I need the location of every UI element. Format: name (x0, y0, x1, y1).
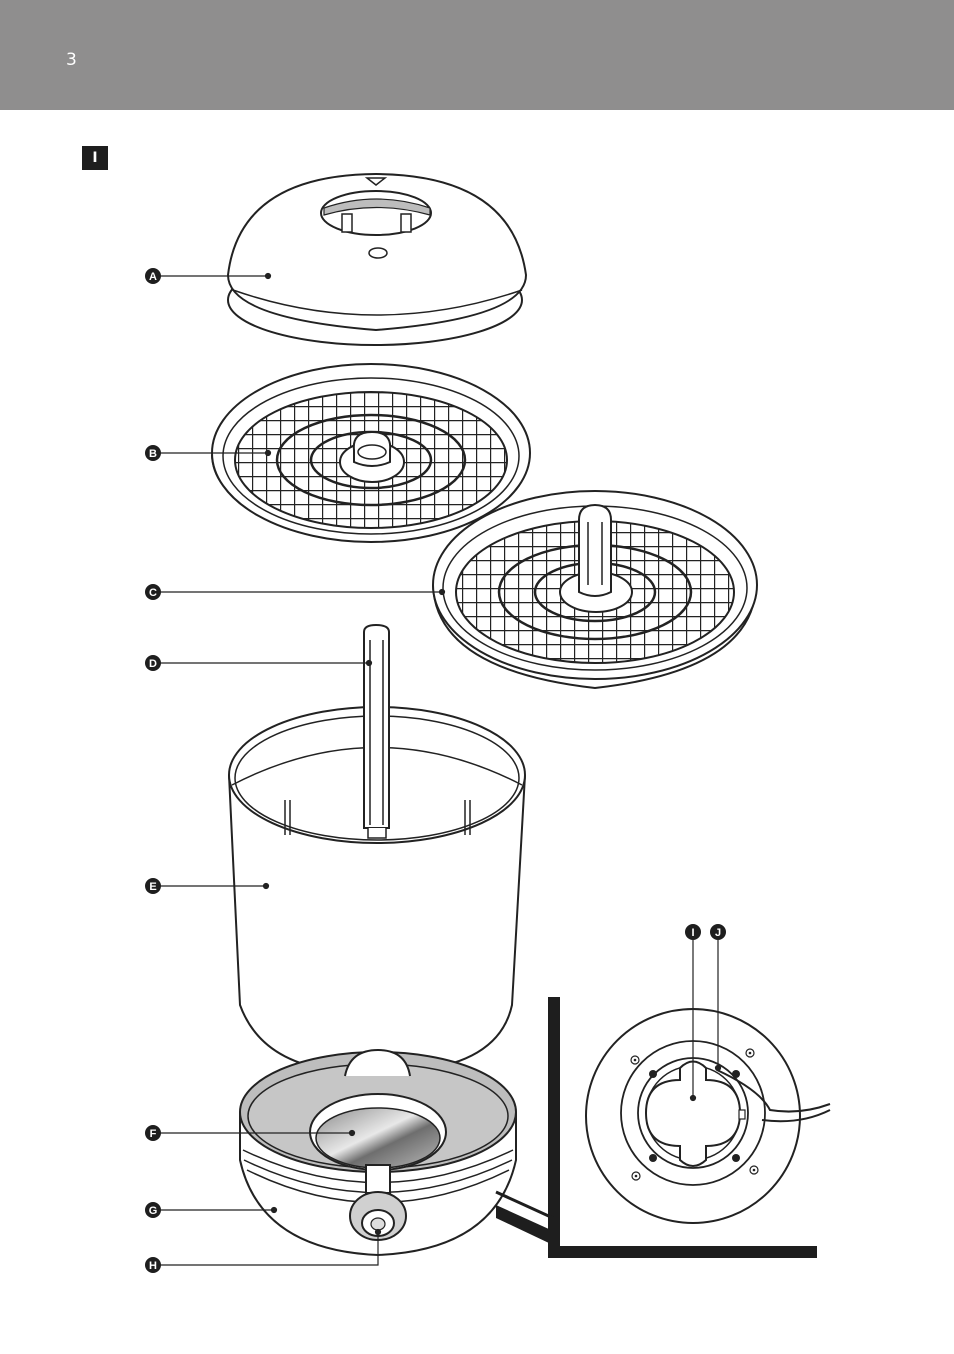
rod-part (364, 625, 389, 838)
lid-part (228, 174, 526, 345)
callout-e: E (145, 878, 161, 894)
callout-a: A (145, 268, 161, 284)
callout-j: J (710, 924, 726, 940)
base-part (240, 1050, 516, 1255)
callout-g: G (145, 1202, 161, 1218)
callout-g-label: G (149, 1205, 158, 1217)
callout-f-label: F (150, 1128, 157, 1140)
callout-b-label: B (149, 448, 157, 460)
callout-e-label: E (149, 881, 156, 893)
callout-c-label: C (149, 587, 157, 599)
callout-h: H (145, 1257, 161, 1273)
callout-i-label: I (691, 927, 694, 939)
callout-a-label: A (149, 271, 157, 283)
base-underside-view (586, 1009, 830, 1223)
callout-j-label: J (715, 927, 721, 939)
callout-b: B (145, 445, 161, 461)
callout-c: C (145, 584, 161, 600)
callout-d-label: D (149, 658, 157, 670)
callout-i: I (685, 924, 701, 940)
callout-h-label: H (149, 1260, 157, 1272)
callout-f: F (145, 1125, 161, 1141)
lower-basket-part (433, 491, 757, 688)
callout-d: D (145, 655, 161, 671)
